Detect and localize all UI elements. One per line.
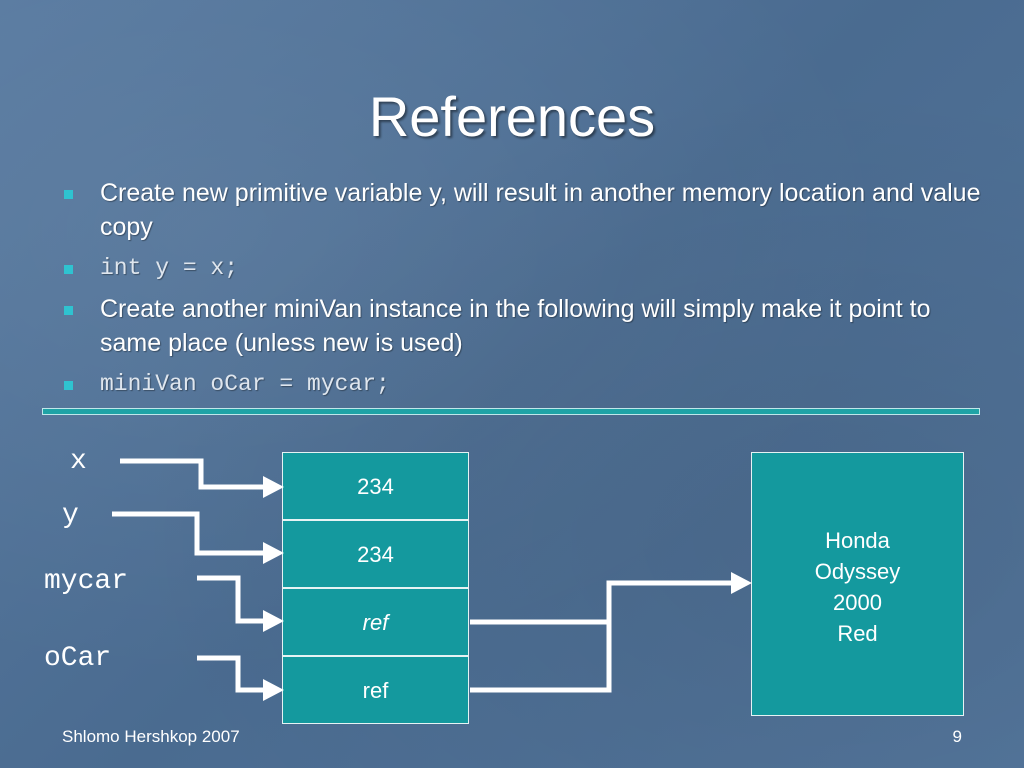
arrowhead-ocar — [263, 679, 284, 701]
variable-label-x: x — [70, 446, 87, 477]
object-line-make: Honda — [825, 528, 890, 553]
bullet-text: Create new primitive variable y, will re… — [100, 179, 981, 241]
bullet-square-icon — [64, 306, 73, 315]
object-line-year: 2000 — [833, 590, 882, 615]
variable-label-y: y — [62, 500, 79, 531]
bullet-code-text: miniVan oCar = mycar; — [100, 371, 390, 397]
divider-bar — [42, 408, 980, 415]
bullet-square-icon — [64, 381, 73, 390]
object-line-color: Red — [837, 621, 878, 646]
bullet-code-text: int y = x; — [100, 255, 239, 281]
memory-cell-y: 234 — [282, 520, 469, 588]
bullet-square-icon — [64, 190, 73, 199]
memory-cell-ocar: ref — [282, 656, 469, 724]
bullet-item: Create new primitive variable y, will re… — [60, 176, 990, 244]
connector-ocar-ref — [470, 622, 612, 693]
memory-cell-x: 234 — [282, 452, 469, 520]
object-text: Honda Odyssey 2000 Red — [752, 525, 963, 649]
footer-author: Shlomo Hershkop 2007 — [62, 727, 240, 746]
connector-mycar-ref — [470, 580, 733, 625]
bullet-item-code: int y = x; — [60, 251, 990, 285]
connector-x — [120, 458, 265, 490]
memory-cell-mycar: ref — [282, 588, 469, 656]
arrowhead-y — [263, 542, 284, 564]
arrowhead-mycar — [263, 610, 284, 632]
arrowhead-x — [263, 476, 284, 498]
connector-mycar — [197, 575, 265, 624]
bullet-text: Create another miniVan instance in the f… — [100, 295, 931, 357]
variable-label-mycar: mycar — [44, 566, 129, 597]
variable-label-ocar: oCar — [44, 643, 112, 674]
arrowhead-object — [731, 572, 752, 594]
object-line-model: Odyssey — [814, 559, 901, 584]
bullet-item-code: miniVan oCar = mycar; — [60, 367, 990, 401]
connector-ocar — [197, 655, 265, 693]
connector-y — [112, 511, 265, 556]
slide-title: References — [368, 85, 656, 148]
bullet-list: Create new primitive variable y, will re… — [60, 176, 990, 408]
object-box: Honda Odyssey 2000 Red — [751, 452, 964, 716]
bullet-item: Create another miniVan instance in the f… — [60, 292, 990, 360]
bullet-square-icon — [64, 265, 73, 274]
page-number: 9 — [952, 727, 962, 746]
